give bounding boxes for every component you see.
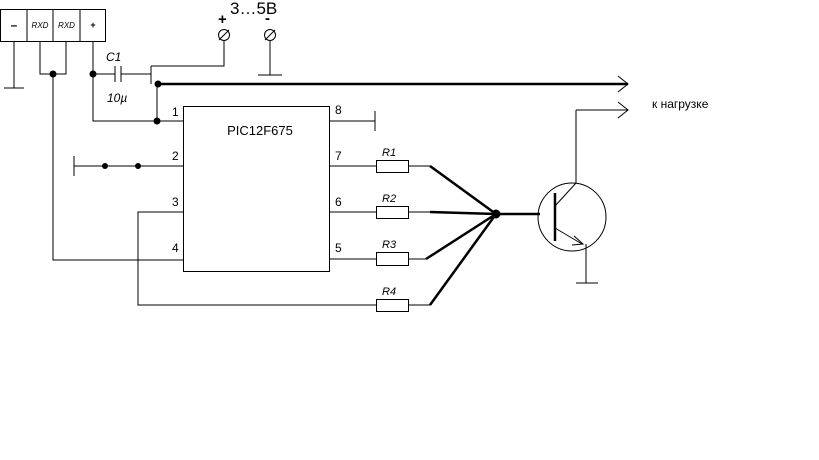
transistor-collector — [554, 182, 577, 207]
resistor-fan-in — [425, 164, 540, 306]
resistor-r4: R4 — [376, 286, 430, 312]
pic-chip: PIC12F675 1 2 3 4 5 6 7 8 — [172, 103, 342, 272]
chip-pin-2: 2 — [172, 149, 179, 163]
chip-pin-1: 1 — [172, 105, 179, 119]
transistor-emitter — [554, 227, 583, 245]
resistor-r3-label: R3 — [382, 239, 397, 251]
power-terminals: 3…5В + - — [218, 0, 282, 76]
rxd-wiring — [39, 41, 183, 261]
chip-name: PIC12F675 — [227, 123, 293, 138]
switch-contact-left — [102, 163, 108, 169]
resistor-r2: R2 — [329, 193, 430, 219]
connector-pin-plus: + — [90, 20, 95, 30]
chip-pin-5: 5 — [335, 241, 342, 255]
terminal-minus — [258, 29, 282, 76]
supply-minus-sign: - — [265, 10, 270, 27]
chip-pin-7: 7 — [335, 149, 342, 163]
connector-ground-symbol — [4, 41, 24, 89]
resistor-r3: R3 — [329, 239, 426, 266]
connector-block: – RXD RXD + — [0, 9, 106, 42]
resistor-r1: R1 — [329, 147, 430, 173]
pin3-wire — [137, 211, 376, 306]
pin2-switch — [73, 156, 183, 176]
connector-pin-gnd: – — [11, 18, 18, 32]
chip-pin-4: 4 — [172, 241, 179, 255]
capacitor-value: 10µ — [107, 91, 127, 105]
terminal-plus — [218, 29, 230, 41]
junction-pin1 — [153, 117, 161, 125]
load-arrow — [617, 101, 629, 119]
chip-pin-6: 6 — [335, 195, 342, 209]
transistor-body — [537, 182, 607, 252]
emitter-arrow — [571, 235, 585, 246]
resistor-r1-label: R1 — [382, 147, 396, 159]
chip-pin-3: 3 — [172, 195, 179, 209]
load-label: к нагрузке — [652, 97, 709, 111]
pin8-stub — [329, 111, 376, 131]
supply-plus-sign: + — [218, 11, 227, 28]
connector-pin-rxd-2: RXD — [58, 21, 75, 30]
supply-wiring — [89, 40, 225, 125]
resistor-r4-label: R4 — [382, 286, 396, 298]
npn-transistor — [537, 101, 629, 284]
resistor-r2-label: R2 — [382, 193, 396, 205]
chip-body — [183, 106, 330, 272]
chip-pin-8: 8 — [335, 103, 342, 117]
capacitor-ref: C1 — [106, 50, 121, 64]
connector-pin-rxd-1: RXD — [32, 21, 49, 30]
switch-contact-right — [135, 163, 141, 169]
supply-voltage-label: 3…5В — [230, 0, 277, 18]
signal-output-line — [158, 75, 629, 93]
